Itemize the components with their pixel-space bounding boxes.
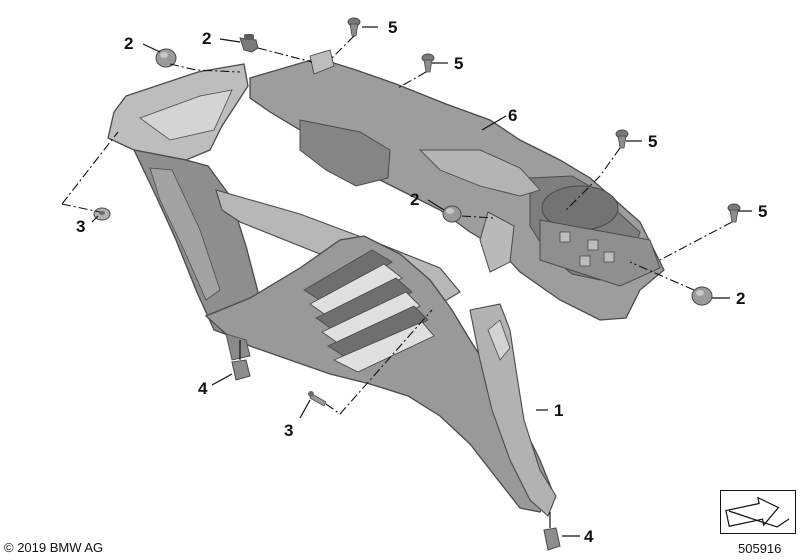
part-3-screw-left <box>93 207 111 221</box>
part-2-rivet-middle <box>442 205 462 223</box>
callout-2-middle: 2 <box>410 190 419 209</box>
part-4-clip-nut-bottom <box>543 527 561 551</box>
assembly-arrow-icon <box>725 496 790 528</box>
leader-lines <box>61 26 752 537</box>
part-2-rivet-top-center <box>239 34 259 53</box>
part-4-clip-nut-left <box>231 359 251 381</box>
part-6-upper-bracket <box>249 49 665 321</box>
part-1-shroud-frame <box>107 63 557 517</box>
part-5-clip-top <box>347 17 361 37</box>
callout-4-bottom: 4 <box>584 527 594 546</box>
part-3-screw-lower <box>308 391 327 407</box>
callout-3-left: 3 <box>76 217 85 236</box>
callout-5-upper: 5 <box>454 54 463 73</box>
part-5-clip-right <box>727 203 741 223</box>
callout-4-left: 4 <box>198 379 208 398</box>
callout-5-top: 5 <box>388 18 397 37</box>
callout-3-lower: 3 <box>284 421 293 440</box>
callout-6: 6 <box>508 106 517 125</box>
callout-5-right: 5 <box>758 202 767 221</box>
callout-1: 1 <box>554 401 563 420</box>
document-number: 505916 <box>738 541 782 556</box>
part-2-rivet-top-left <box>155 48 177 68</box>
copyright-text: © 2019 BMW AG <box>4 540 104 555</box>
part-5-clip-upper <box>421 53 435 73</box>
callout-2-top-left: 2 <box>124 34 133 53</box>
callout-2-right: 2 <box>736 289 745 308</box>
callout-2-top-center: 2 <box>202 29 211 48</box>
reference-symbol-box <box>720 490 796 534</box>
part-2-rivet-right <box>691 286 713 306</box>
callout-5-middle: 5 <box>648 132 657 151</box>
part-5-clip-middle <box>615 129 629 149</box>
